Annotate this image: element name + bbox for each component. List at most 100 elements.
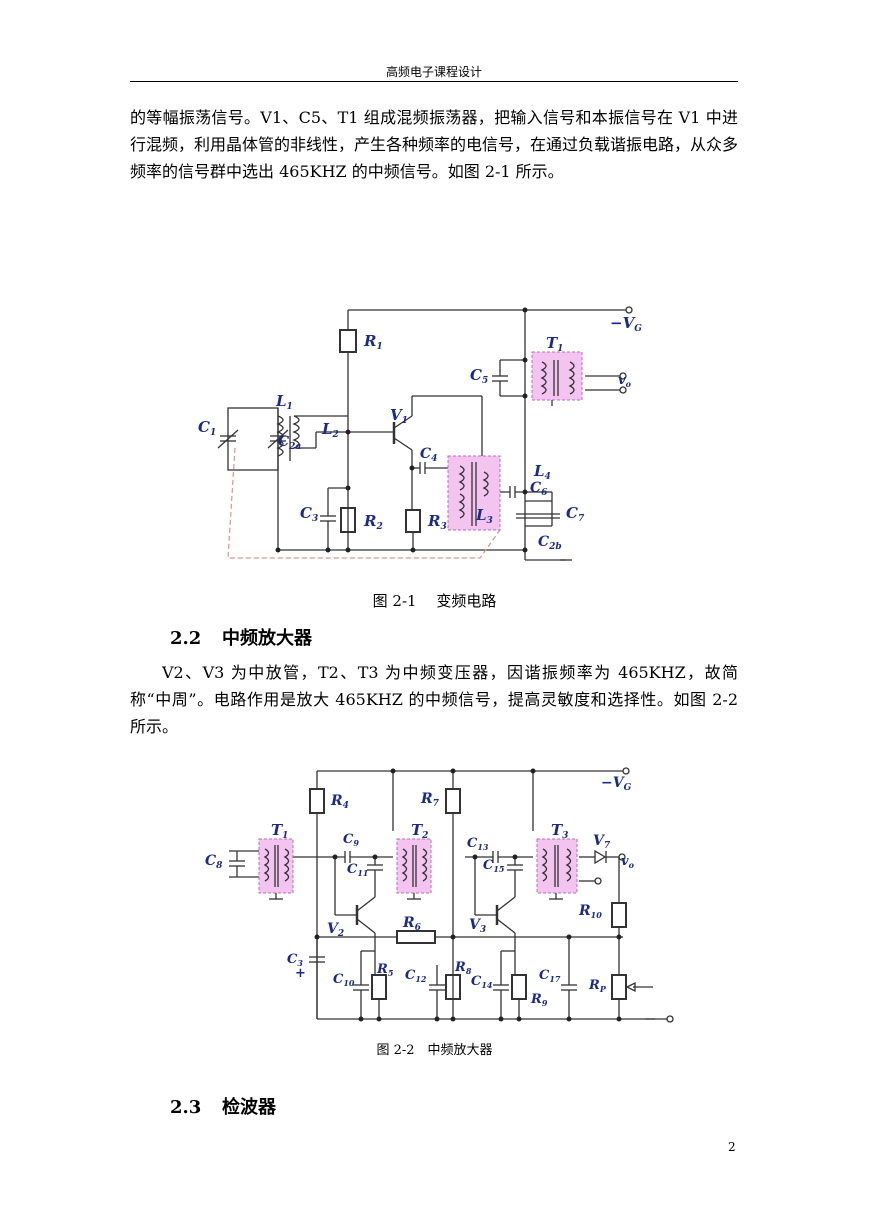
label-c3-plus: + [295, 966, 306, 981]
svg-text:R9: R9 [530, 992, 548, 1008]
label-r8: R [454, 960, 466, 975]
label-vg: −V [610, 314, 636, 332]
label-c7: C [566, 504, 578, 522]
label-r9: R [530, 992, 542, 1007]
svg-text:R2: R2 [363, 512, 383, 532]
svg-text:R10: R10 [578, 903, 602, 920]
label-r10: R [578, 903, 591, 919]
section-2-2-heading: 2.2 中频放大器 [170, 624, 312, 650]
label-c8: C [205, 853, 216, 869]
section-title: 中频放大器 [222, 628, 312, 649]
svg-text:T1: T1 [546, 334, 563, 354]
paragraph-if-amp-description: V2、V3 为中放管，T2、T3 为中频变压器，因谐振频率为 465KHZ，故简… [130, 663, 738, 736]
label-v1: V [390, 406, 403, 424]
label-c1: C [198, 418, 210, 436]
svg-text:L1: L1 [275, 392, 293, 412]
label-r3: R [427, 512, 440, 530]
svg-text:L3: L3 [475, 506, 493, 526]
svg-text:−VG: −VG [610, 314, 642, 334]
label-r7: R [420, 791, 433, 807]
paragraph-mixer-description: 的等幅振荡信号。V1、C5、T1 组成混频振荡器，把输入信号和本振信号在 V1 … [130, 108, 739, 181]
svg-text:R4: R4 [330, 793, 349, 811]
svg-text:C3: C3 [300, 504, 318, 524]
svg-text:V7: V7 [593, 833, 611, 851]
label-c2a: C [278, 434, 289, 450]
label-vg: −V [601, 775, 626, 791]
svg-text:C2b: C2b [538, 534, 562, 552]
svg-text:C8: C8 [205, 853, 223, 871]
svg-text:RP: RP [588, 978, 607, 994]
figure-2-1-mixer-circuit: −VG R1 T1 C5 vo L1 C1 C2a L2 V1 C4 L4 C6… [198, 306, 642, 561]
svg-text:R8: R8 [454, 960, 472, 976]
label-c3: C [287, 952, 298, 967]
svg-text:C3: C3 [287, 952, 303, 968]
svg-text:C10: C10 [333, 972, 355, 988]
label-r1: R [363, 332, 376, 350]
page-number: 2 [728, 1140, 736, 1154]
svg-text:C6: C6 [530, 480, 548, 498]
header-divider [130, 81, 738, 82]
label-vo: v [621, 854, 629, 869]
label-c11: C [347, 862, 358, 877]
svg-text:C17: C17 [539, 968, 561, 984]
label-c2b: C [538, 534, 549, 550]
svg-text:C13: C13 [467, 836, 489, 852]
svg-text:vo: vo [621, 854, 635, 870]
label-r4: R [330, 793, 343, 809]
svg-text:L4: L4 [533, 462, 551, 482]
svg-text:R6: R6 [402, 915, 422, 933]
svg-text:−VG: −VG [601, 775, 632, 793]
svg-text:T1: T1 [271, 821, 288, 841]
label-t2: T [411, 821, 424, 839]
svg-text:V3: V3 [469, 917, 486, 935]
svg-text:C2a: C2a [278, 434, 301, 452]
svg-text:R7: R7 [420, 791, 440, 809]
svg-text:R3: R3 [427, 512, 447, 532]
svg-text:C1: C1 [198, 418, 216, 438]
figure-2-2-if-amplifier-circuit: −VG R4 R7 T1 T2 T3 C8 C9 C11 C13 C15 V7 … [205, 767, 674, 1023]
label-r6: R [402, 915, 415, 931]
svg-text:C15: C15 [483, 858, 505, 874]
label-v3: V [469, 917, 482, 933]
svg-text:C12: C12 [405, 968, 427, 984]
svg-text:C7: C7 [566, 504, 585, 524]
label-c17: C [539, 968, 550, 983]
svg-text:C11: C11 [347, 862, 369, 878]
label-t1: T [546, 334, 559, 352]
label-rp: R [588, 978, 600, 993]
label-c6: C [530, 480, 541, 496]
label-c14: C [471, 974, 482, 989]
svg-text:V2: V2 [327, 921, 344, 939]
label-c12: C [405, 968, 416, 983]
label-c5: C [470, 366, 482, 384]
svg-text:C14: C14 [471, 974, 493, 990]
label-r2: R [363, 512, 376, 530]
label-l3: L [475, 506, 487, 524]
svg-text:T2: T2 [411, 821, 428, 841]
label-vo: v [618, 373, 626, 388]
svg-text:L2: L2 [321, 420, 339, 440]
label-r5: R [376, 962, 388, 977]
label-c3: C [300, 504, 312, 522]
label-t3: T [551, 821, 564, 839]
figure-2-2-caption: 图 2-2 中频放大器 [376, 1043, 493, 1058]
svg-text:vo: vo [618, 373, 632, 389]
label-v7: V [593, 833, 606, 849]
page-header: 高频电子课程设计 [385, 65, 482, 79]
label-c15: C [483, 858, 494, 873]
svg-text:R1: R1 [363, 332, 383, 352]
label-l2: L [321, 420, 333, 438]
svg-text:T3: T3 [551, 821, 568, 841]
label-l4: L [533, 462, 545, 480]
svg-text:C4: C4 [420, 446, 437, 464]
label-l1: L [275, 392, 287, 410]
label-v2: V [327, 921, 340, 937]
figure-2-1-caption: 图 2-1 变频电路 [372, 592, 497, 610]
label-c9: C [343, 832, 354, 847]
section-title: 检波器 [222, 1097, 276, 1118]
section-number: 2.2 [170, 628, 202, 649]
svg-text:C5: C5 [470, 366, 488, 386]
label-c10: C [333, 972, 344, 987]
label-t1: T [271, 821, 284, 839]
